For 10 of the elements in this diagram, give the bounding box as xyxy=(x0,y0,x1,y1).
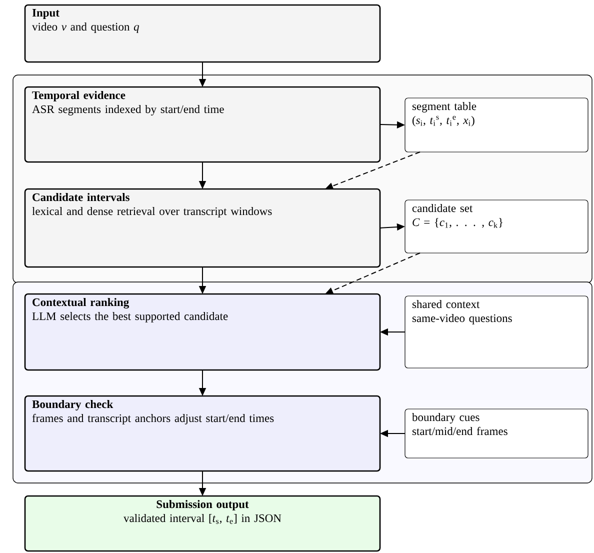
data-box: shared context same-video questions xyxy=(404,296,588,368)
process-box: Temporal evidence ASR segments indexed by start/end time xyxy=(24,86,381,163)
process-box: Boundary check frames and transcript anchors adjust start/end times xyxy=(24,395,381,472)
data-box: candidate set C = {c$_{1}$, . . . , c$_{k}$} xyxy=(404,200,588,254)
output-box: Submission output validated interval [t$_{s}$, t$_{e}$] in JSON xyxy=(24,495,381,552)
process-box: Candidate intervals lexical and dense retrieval over transcript windows xyxy=(24,188,381,268)
data-box: boundary cues start/mid/end frames xyxy=(404,408,588,458)
process-box: Contextual ranking LLM selects the best supported candidate xyxy=(24,293,381,371)
data-box: segment table (s$_{i}$, t$_{i}$$^{s}$, t$_{i}$$^{e}$, x$_{i}$) xyxy=(404,98,588,152)
input-box: Input video v and question q xyxy=(24,4,381,63)
